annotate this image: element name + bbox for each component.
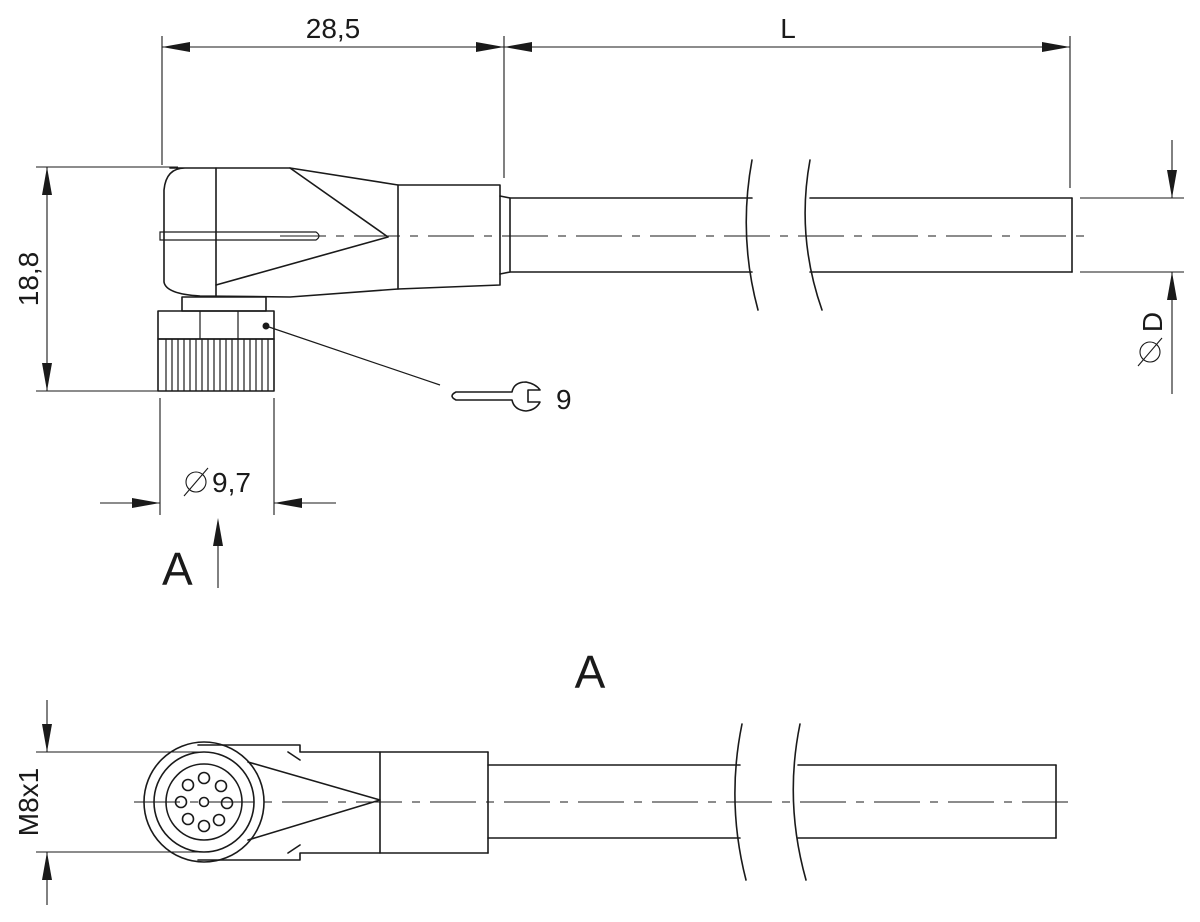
dim-thread: M8x1 bbox=[13, 700, 200, 905]
arrow-up-icon bbox=[213, 518, 223, 546]
coupling-nut bbox=[157, 296, 275, 392]
thread-label: M8x1 bbox=[13, 768, 44, 836]
view-title: A bbox=[575, 646, 606, 698]
height-label: 18,8 bbox=[13, 252, 44, 307]
dim-cable-length: L bbox=[504, 13, 1071, 188]
cable-length-label: L bbox=[780, 13, 796, 44]
dim-height: 18,8 bbox=[13, 166, 178, 392]
wrench-leader: 9 bbox=[265, 325, 572, 415]
view-arrow: A bbox=[162, 518, 223, 595]
wrench-size-label: 9 bbox=[556, 384, 572, 415]
cable-diameter-label: D bbox=[1137, 312, 1168, 332]
side-view: 9 28,5 L bbox=[13, 13, 1184, 595]
view-arrow-label: A bbox=[162, 543, 193, 595]
nut-diameter-label: 9,7 bbox=[212, 467, 251, 498]
contact-pins bbox=[174, 771, 234, 833]
dim-body-length: 28,5 bbox=[161, 13, 505, 178]
cable bbox=[509, 159, 1073, 311]
knurling bbox=[165, 339, 269, 391]
body-length-label: 28,5 bbox=[306, 13, 361, 44]
break-line-left bbox=[745, 159, 759, 311]
connector-housing bbox=[159, 167, 511, 298]
dim-nut-diameter: 9,7 bbox=[100, 398, 336, 515]
wrench-icon bbox=[451, 381, 541, 412]
view-a: A bbox=[13, 646, 1070, 905]
break-line-right bbox=[792, 723, 807, 881]
break-line-right bbox=[804, 159, 823, 311]
diameter-symbol bbox=[1137, 337, 1163, 367]
diameter-symbol bbox=[183, 467, 209, 497]
dim-cable-diameter: D bbox=[1080, 140, 1184, 394]
